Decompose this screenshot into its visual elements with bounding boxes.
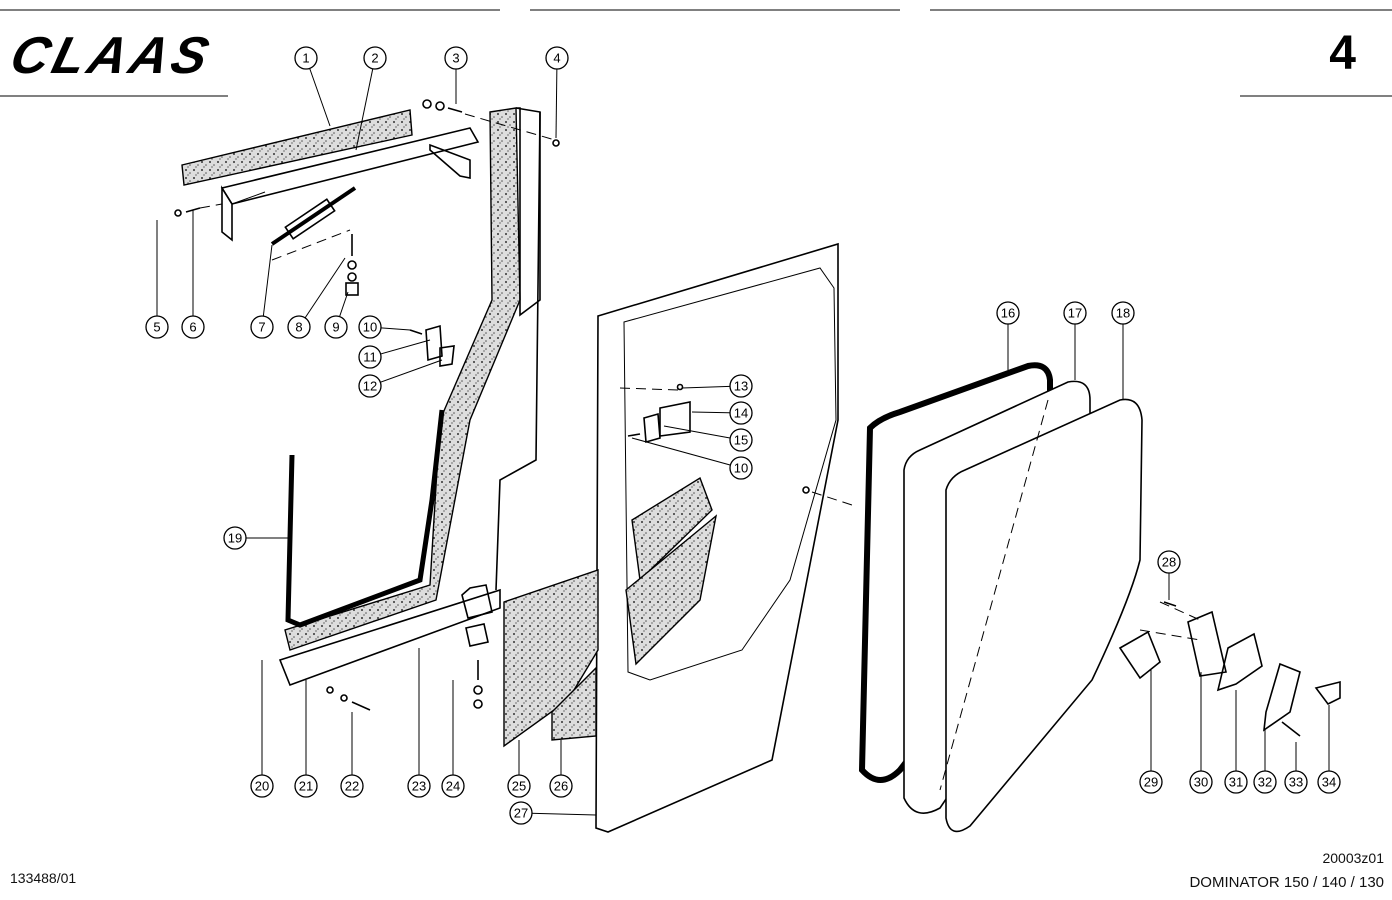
callout-27: 27 bbox=[509, 801, 533, 825]
leader-line-15 bbox=[663, 425, 742, 441]
callout-label: 34 bbox=[1322, 775, 1336, 790]
callout-label: 26 bbox=[554, 779, 568, 794]
callout-4: 4 bbox=[545, 46, 569, 70]
callout-26: 26 bbox=[549, 774, 573, 798]
callout-label: 14 bbox=[734, 406, 748, 421]
callout-30: 30 bbox=[1189, 770, 1213, 794]
callout-label: 20 bbox=[255, 779, 269, 794]
callout-label: 12 bbox=[363, 379, 377, 394]
callout-18: 18 bbox=[1111, 301, 1135, 325]
callout-33: 33 bbox=[1284, 770, 1308, 794]
callout-25: 25 bbox=[507, 774, 531, 798]
callout-label: 10 bbox=[363, 320, 377, 335]
top-bracket bbox=[220, 127, 480, 242]
document-number: 133488/01 bbox=[10, 870, 77, 886]
callout-label: 4 bbox=[553, 51, 560, 66]
callout-17: 17 bbox=[1063, 301, 1087, 325]
callout-7: 7 bbox=[250, 315, 274, 339]
callout-label: 2 bbox=[371, 51, 378, 66]
callout-1: 1 bbox=[294, 46, 318, 70]
callout-label: 25 bbox=[512, 779, 526, 794]
callout-label: 30 bbox=[1194, 775, 1208, 790]
callout-label: 33 bbox=[1289, 775, 1303, 790]
model-designation: DOMINATOR 150 / 140 / 130 bbox=[1189, 874, 1384, 891]
callout-20: 20 bbox=[250, 774, 274, 798]
callout-22: 22 bbox=[340, 774, 364, 798]
cab-door bbox=[595, 242, 839, 833]
callout-14: 14 bbox=[729, 401, 753, 425]
callout-label: 24 bbox=[446, 779, 460, 794]
gas-strut bbox=[270, 186, 357, 246]
leader-lines bbox=[156, 57, 1330, 816]
callout-label: 22 bbox=[345, 779, 359, 794]
callout-label: 6 bbox=[189, 320, 196, 335]
callout-label: 18 bbox=[1116, 306, 1130, 321]
lower-door-panel bbox=[503, 569, 599, 748]
callout-label: 8 bbox=[295, 320, 302, 335]
callout-label: 9 bbox=[332, 320, 339, 335]
callout-label: 19 bbox=[228, 531, 242, 546]
callout-29: 29 bbox=[1139, 770, 1163, 794]
callout-28: 28 bbox=[1157, 550, 1181, 574]
callout-16: 16 bbox=[996, 301, 1020, 325]
callout-24: 24 bbox=[441, 774, 465, 798]
callout-label: 15 bbox=[734, 433, 748, 448]
callout-19: 19 bbox=[223, 526, 247, 550]
callout-21: 21 bbox=[294, 774, 318, 798]
callout-label: 21 bbox=[299, 779, 313, 794]
callout-31: 31 bbox=[1224, 770, 1248, 794]
callout-8: 8 bbox=[287, 315, 311, 339]
callout-9: 9 bbox=[324, 315, 348, 339]
window-glass-outer bbox=[945, 398, 1143, 833]
callout-label: 16 bbox=[1001, 306, 1015, 321]
callout-12: 12 bbox=[358, 374, 382, 398]
callout-label: 3 bbox=[452, 51, 459, 66]
callout-label: 23 bbox=[412, 779, 426, 794]
callout-label: 28 bbox=[1162, 555, 1176, 570]
callout-6: 6 bbox=[181, 315, 205, 339]
header-rules bbox=[0, 9, 1392, 97]
callout-label: 10 bbox=[734, 461, 748, 476]
callout-10: 10 bbox=[729, 456, 753, 480]
leader-line-1 bbox=[305, 57, 331, 127]
callout-2: 2 bbox=[363, 46, 387, 70]
callout-label: 29 bbox=[1144, 775, 1158, 790]
callout-5: 5 bbox=[145, 315, 169, 339]
callout-label: 31 bbox=[1229, 775, 1243, 790]
leader-line-10 bbox=[631, 437, 742, 469]
fasteners bbox=[174, 99, 1177, 711]
top-seal-strip bbox=[181, 109, 413, 186]
door-lock-assembly bbox=[1118, 601, 1341, 737]
callout-15: 15 bbox=[729, 428, 753, 452]
door-frame-post bbox=[278, 107, 541, 687]
door-seal bbox=[285, 409, 445, 628]
callout-10: 10 bbox=[358, 315, 382, 339]
leader-line-2 bbox=[355, 57, 376, 151]
callout-label: 27 bbox=[514, 806, 528, 821]
lower-door-insert bbox=[551, 666, 597, 741]
leader-line-4 bbox=[555, 57, 558, 139]
callout-label: 17 bbox=[1068, 306, 1082, 321]
callout-label: 11 bbox=[363, 350, 377, 365]
callout-3: 3 bbox=[444, 46, 468, 70]
leader-line-27 bbox=[520, 812, 597, 816]
callout-label: 32 bbox=[1258, 775, 1272, 790]
callout-label: 5 bbox=[153, 320, 160, 335]
page-number: 4 bbox=[1329, 27, 1356, 80]
leader-line-7 bbox=[261, 244, 273, 328]
leader-line-12 bbox=[369, 359, 443, 387]
drawing-code: 20003z01 bbox=[1322, 850, 1384, 866]
callout-11: 11 bbox=[358, 345, 382, 369]
callout-13: 13 bbox=[729, 374, 753, 398]
callout-label: 7 bbox=[258, 320, 265, 335]
callout-label: 13 bbox=[734, 379, 748, 394]
callout-32: 32 bbox=[1253, 770, 1277, 794]
callout-34: 34 bbox=[1317, 770, 1341, 794]
callout-23: 23 bbox=[407, 774, 431, 798]
callout-label: 1 bbox=[302, 51, 309, 66]
leader-line-8 bbox=[298, 257, 346, 328]
